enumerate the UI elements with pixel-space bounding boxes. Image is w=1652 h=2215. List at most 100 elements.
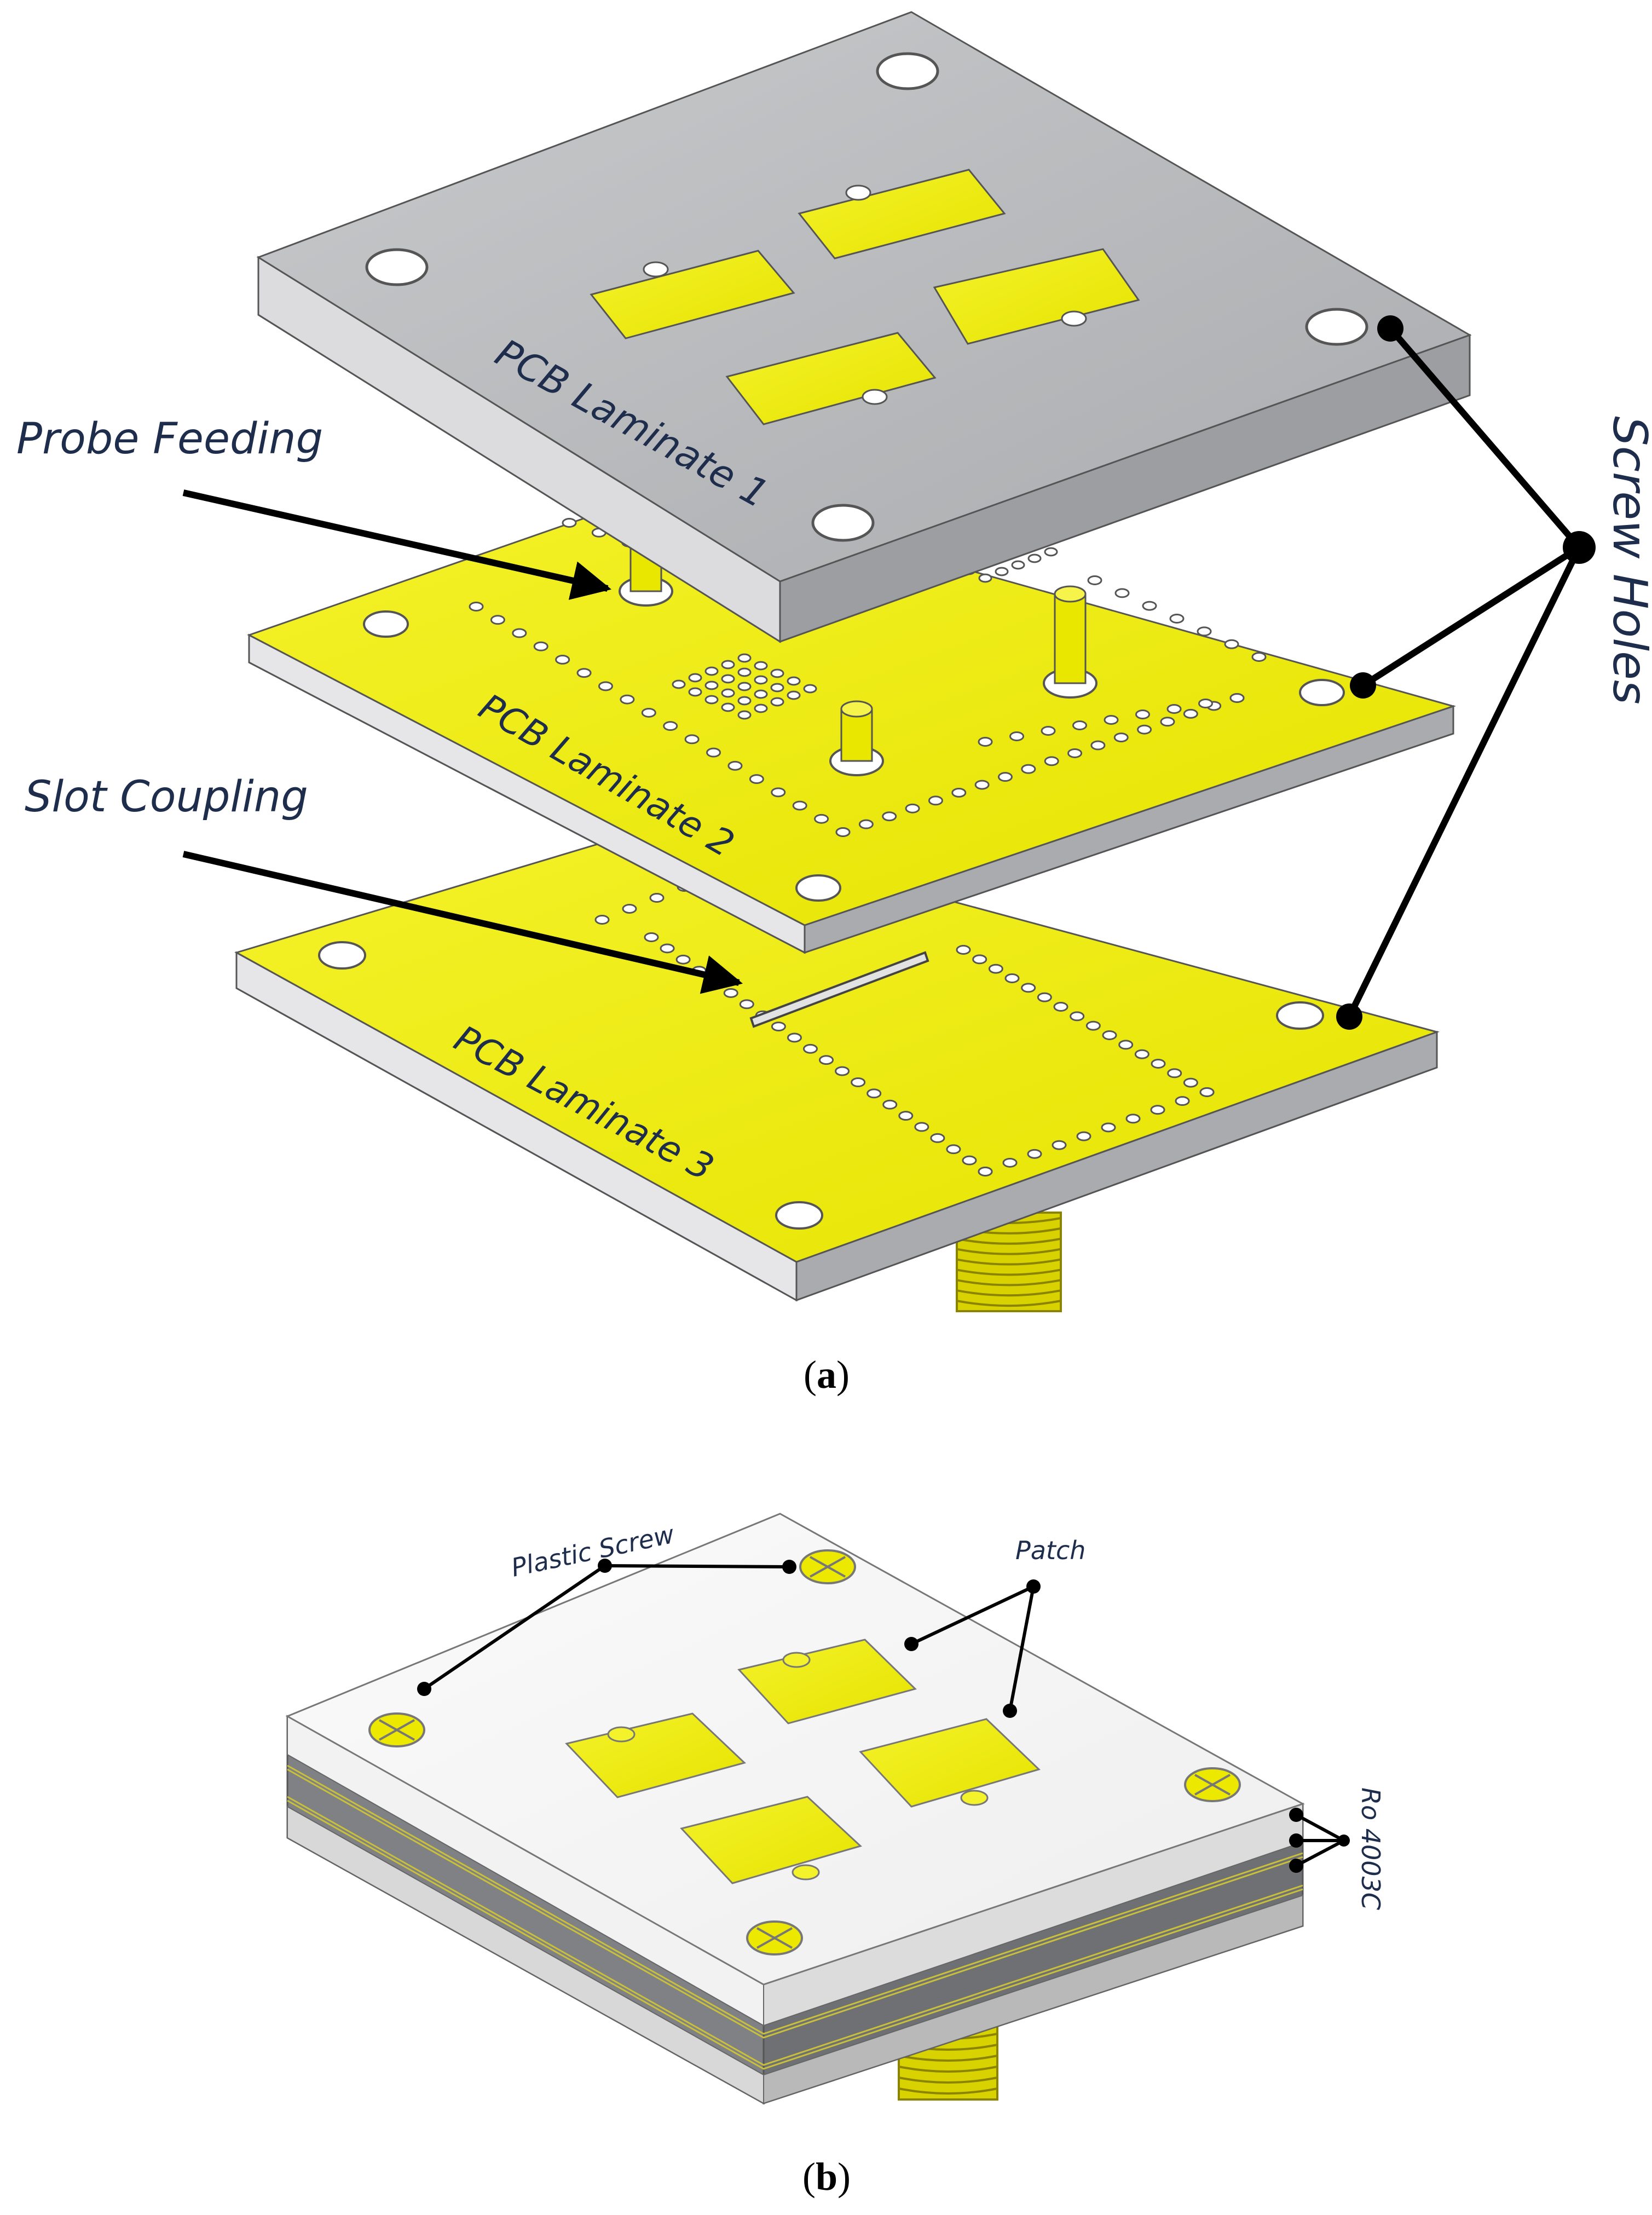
probe-feeding-arrow [182, 489, 612, 600]
via-hole [867, 1088, 882, 1099]
via-hole [1101, 1122, 1116, 1133]
via-hole [770, 697, 784, 707]
via-hole [737, 682, 752, 691]
via-hole [688, 673, 702, 683]
patch [933, 248, 1140, 345]
via-hole [1027, 1149, 1042, 1159]
copper-layer-lines [287, 1764, 1303, 2070]
slot-coupling-label: Slot Coupling [25, 772, 308, 822]
patch [798, 169, 1006, 259]
via-hole [737, 653, 752, 663]
via-hole [754, 661, 768, 671]
via-hole [988, 964, 1003, 974]
patch [725, 332, 937, 425]
via-hole [737, 696, 752, 706]
screw-hole [795, 874, 841, 902]
screw-hole [363, 610, 409, 638]
via-hole [1021, 764, 1036, 774]
leader-junction [1338, 1835, 1350, 1847]
via-hole [1102, 1030, 1117, 1040]
via-hole [675, 954, 691, 965]
via-hole [1175, 1096, 1190, 1106]
patch [590, 250, 795, 339]
via-hole [1067, 748, 1083, 758]
via-hole [1166, 704, 1182, 714]
via-hole [533, 641, 548, 651]
via-hole [512, 628, 527, 638]
via-hole [1114, 588, 1130, 598]
via-hole [914, 1122, 929, 1132]
via-hole [974, 780, 990, 790]
leader-dot [782, 1560, 796, 1574]
via-hole [598, 681, 613, 691]
via-hole [1070, 1011, 1085, 1022]
via-hole [1183, 708, 1198, 719]
via-hole [819, 1055, 834, 1065]
via-hole [1224, 639, 1239, 649]
screw-hole [876, 52, 939, 90]
leader-dot [1289, 1808, 1303, 1822]
via-hole [905, 803, 920, 814]
via-hole [951, 788, 967, 798]
via-hole [1004, 973, 1020, 983]
screw-holes-leader [1346, 326, 1582, 1018]
via-hole [1053, 1002, 1068, 1012]
via-hole [663, 721, 678, 731]
via-hole [978, 1167, 993, 1176]
screw-hole [1299, 679, 1345, 706]
plastic-screws [368, 1549, 1241, 1956]
leader-junction [1563, 531, 1596, 564]
via-hole [858, 819, 874, 829]
via-hole [1169, 614, 1185, 624]
via-hole [1085, 1020, 1101, 1031]
leader-dot [1336, 1003, 1362, 1030]
via-hole [962, 1155, 977, 1166]
screw-hole [775, 1201, 823, 1230]
patch-label: Patch [1015, 1536, 1085, 1565]
via-hole [704, 666, 719, 676]
screw-hole [1276, 1001, 1324, 1030]
via-hole [754, 689, 768, 699]
screw-holes-label: Screw Holes [1602, 416, 1652, 705]
annotations-a: Probe Feeding Slot Coupling Screw Holes [16, 315, 1652, 1030]
via-hole [1011, 560, 1025, 570]
via-hole [562, 518, 577, 528]
slot-coupling-arrow [182, 851, 743, 994]
caption-b: (b) [802, 2155, 851, 2199]
via-hole [792, 800, 807, 811]
via-hole [641, 707, 656, 718]
pcb-laminate-1: PCB Laminate 1 [256, 11, 1472, 643]
via-hole [688, 687, 702, 697]
via-hole [1002, 1157, 1018, 1168]
via-hole [739, 999, 754, 1010]
via-hole [620, 694, 635, 705]
leader-dot [1289, 1859, 1303, 1873]
via-hole [1037, 992, 1052, 1002]
via-hole [972, 954, 987, 965]
via-hole [622, 904, 637, 914]
via-hole [737, 667, 752, 677]
leader-dot [904, 1637, 919, 1651]
via-hole [1118, 1040, 1134, 1050]
leader-dot [417, 1682, 431, 1696]
via-hole [1134, 1049, 1150, 1059]
via-hole [721, 702, 735, 712]
via-hole [803, 684, 817, 694]
patch-leader [910, 1585, 1035, 1711]
via-hole [1072, 720, 1087, 730]
via-hole [1135, 710, 1150, 719]
via-hole [802, 1043, 818, 1054]
probe-pin [829, 700, 884, 776]
via-hole [723, 988, 738, 998]
via-hole [1009, 731, 1024, 741]
via-hole [721, 688, 735, 698]
via-hole [978, 737, 993, 747]
via-hole [644, 932, 659, 942]
leader-dot [1289, 1833, 1303, 1848]
screw-hole [1305, 308, 1368, 346]
via-hole [882, 1099, 898, 1110]
via-hole [770, 683, 784, 693]
via-hole [649, 893, 665, 903]
via-hole [930, 1133, 945, 1143]
